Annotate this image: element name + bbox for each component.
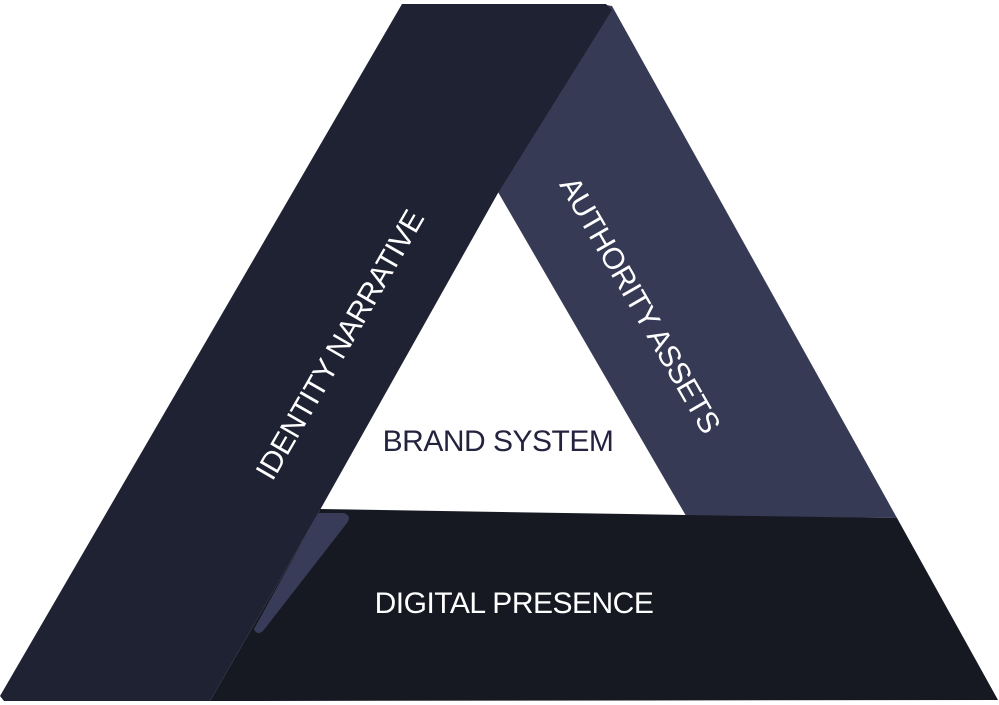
accent-sliver	[254, 513, 349, 634]
side-right-band	[498, 4, 897, 518]
side-bottom-band	[210, 510, 998, 701]
bottom-band-edge	[320, 509, 686, 518]
side-left-band	[0, 4, 612, 701]
center-label: BRAND SYSTEM	[383, 425, 614, 458]
side-bottom-label: DIGITAL PRESENCE	[375, 587, 654, 620]
center-triangle	[322, 195, 686, 516]
